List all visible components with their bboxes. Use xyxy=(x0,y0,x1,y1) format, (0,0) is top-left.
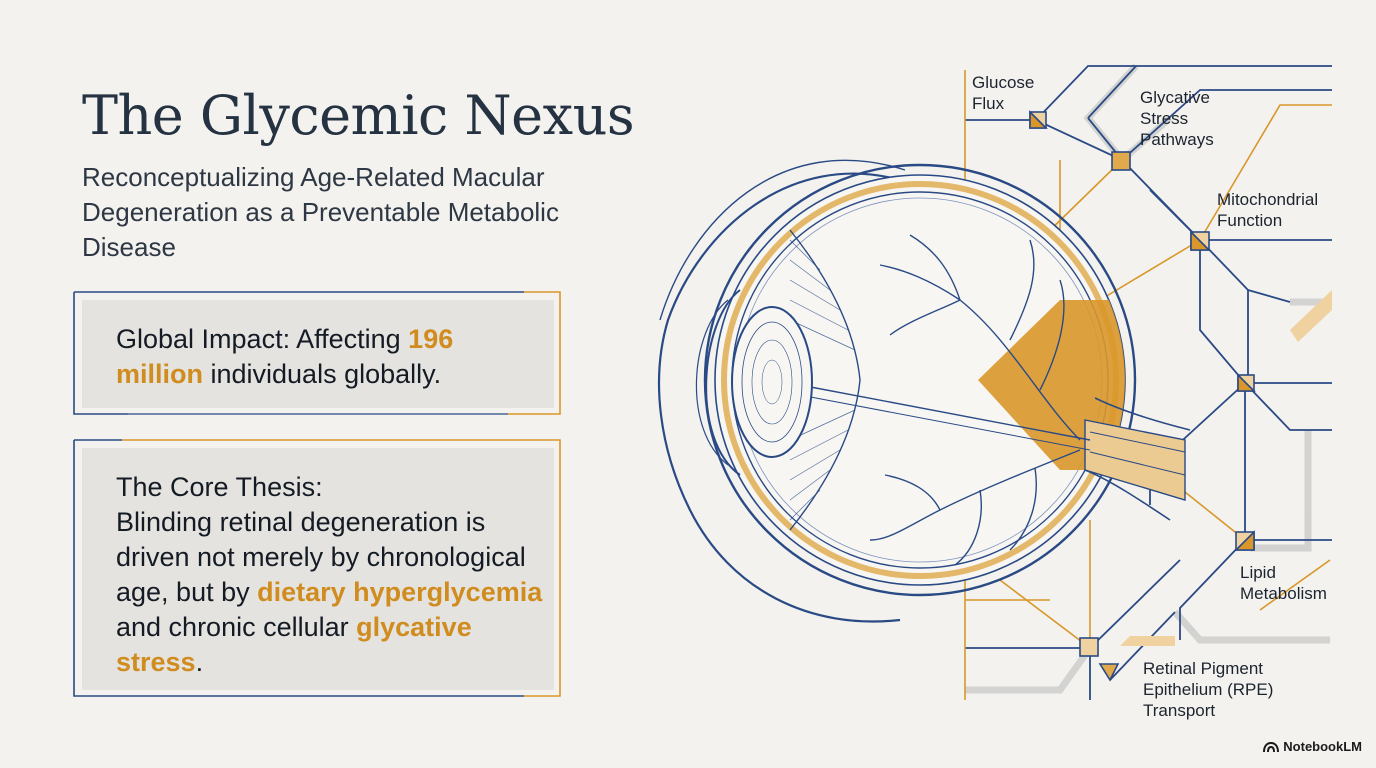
impact-suffix: individuals globally. xyxy=(203,359,442,389)
network-nodes xyxy=(1029,110,1256,682)
thesis-text-2: and chronic cellular xyxy=(116,612,357,642)
page-subtitle: Reconceptualizing Age-Related Macular De… xyxy=(82,162,559,262)
eye-illustration xyxy=(657,159,1191,623)
thesis-card: The Core Thesis: Blinding retinal degener… xyxy=(73,439,561,697)
thesis-heading: The Core Thesis: xyxy=(116,472,323,502)
label-lipid: Lipid Metabolism xyxy=(1240,563,1327,603)
impact-highlight: 196 million xyxy=(116,324,454,389)
thesis-text-3: . xyxy=(195,647,204,677)
thesis-text-1: Blinding retinal degeneration is driven … xyxy=(116,507,526,607)
label-glucose-flux: Glucose Flux xyxy=(972,73,1035,113)
label-rpe: Retinal Pigment Epithelium (RPE) Transpo… xyxy=(1143,659,1274,720)
label-mitochondrial: Mitochondrial Function xyxy=(1217,190,1319,230)
brand-name: NotebookLM xyxy=(1283,739,1362,754)
brand-watermark: NotebookLM xyxy=(1263,739,1362,754)
impact-card: Global Impact: Affecting 196 million ind… xyxy=(73,291,561,415)
impact-prefix: Global Impact: Affecting xyxy=(116,324,409,354)
page-title: The Glycemic Nexus xyxy=(82,84,635,147)
thesis-highlight-1: dietary hyperglycemia xyxy=(257,577,543,607)
impact-text: Global Impact: Affecting 196 million ind… xyxy=(116,322,536,392)
notebooklm-logo-icon xyxy=(1263,741,1280,752)
thesis-text: The Core Thesis: Blinding retinal degener… xyxy=(116,470,556,680)
network-gold-bars xyxy=(1120,290,1332,646)
thesis-highlight-2: glycative stress xyxy=(116,612,472,677)
label-glycative-stress: Glycative Stress Pathways xyxy=(1140,88,1214,149)
